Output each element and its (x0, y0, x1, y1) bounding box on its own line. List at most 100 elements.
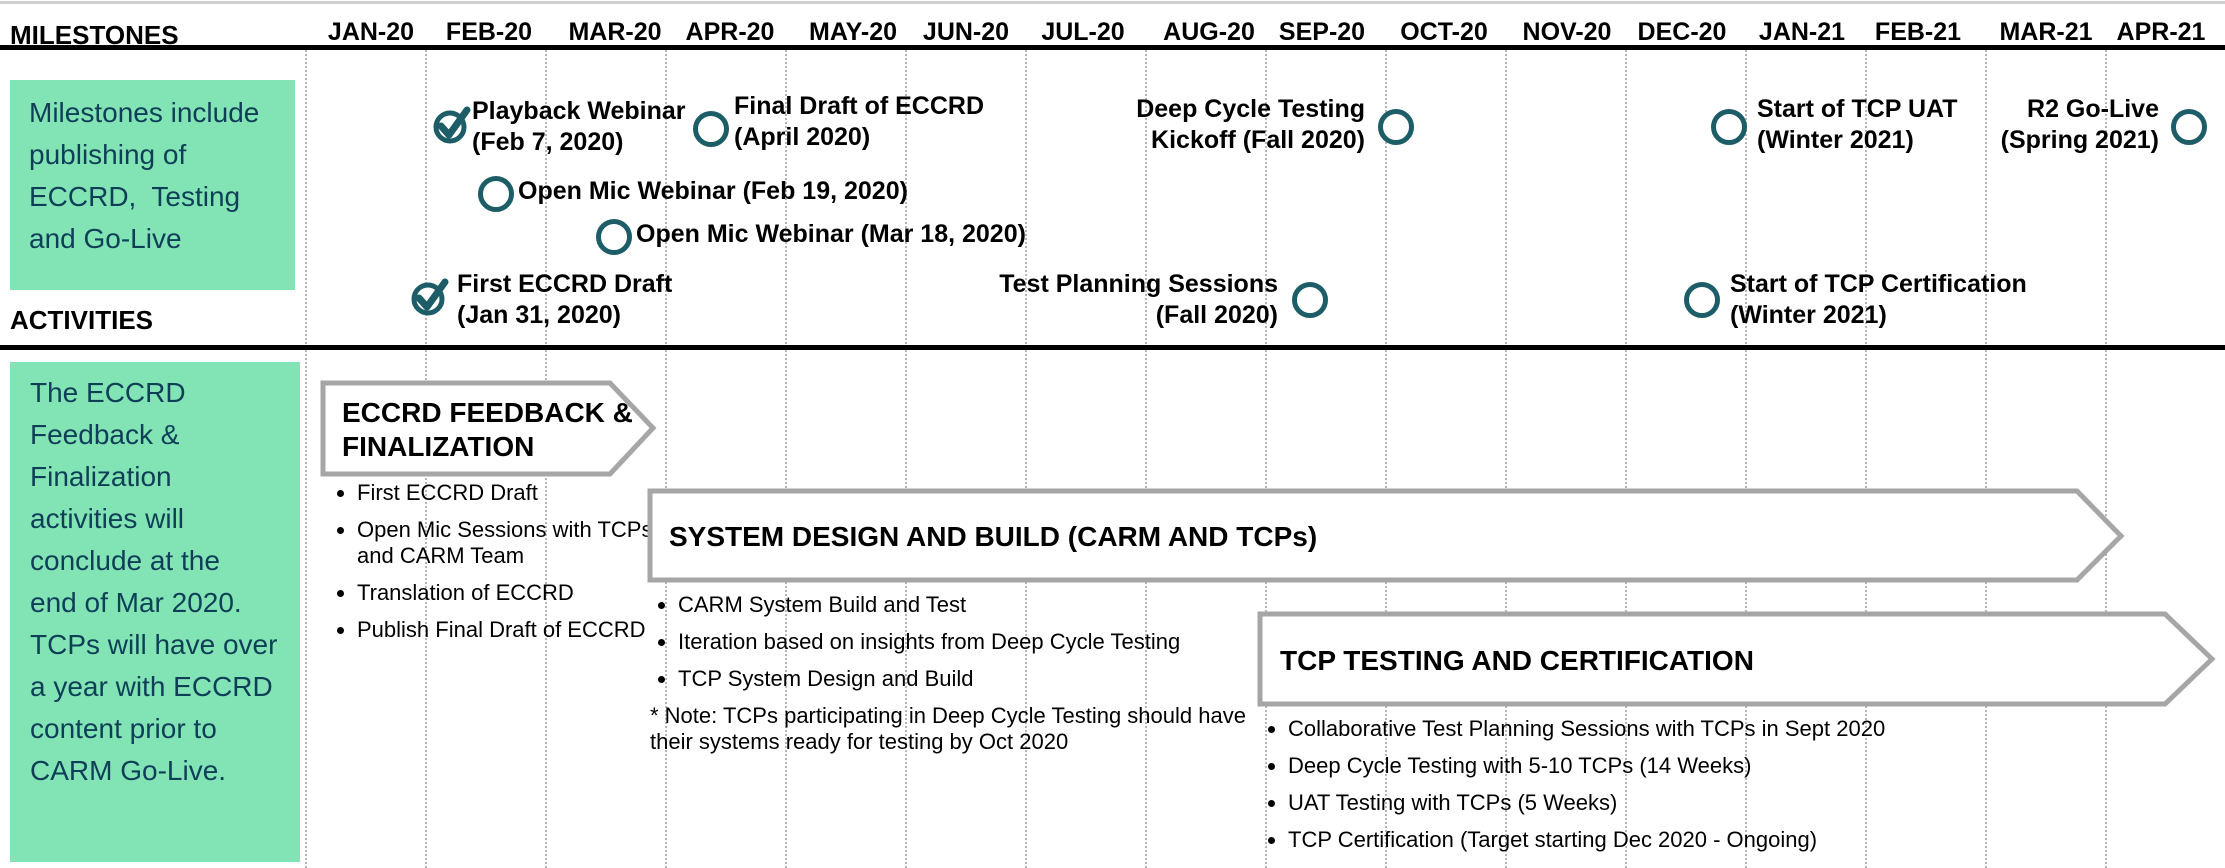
month-label: JAN-20 (327, 18, 415, 46)
milestones-summary-box: Milestones include publishing of ECCRD, … (10, 80, 295, 290)
milestone-label: Open Mic Webinar (Feb 19, 2020) (518, 177, 908, 205)
summary-line: activities will (30, 503, 185, 534)
activity-title-tcp-testing: TCP TESTING AND CERTIFICATION (1280, 644, 1754, 678)
milestone-tcp-uat: Start of TCP UAT (Winter 2021) (1757, 94, 1957, 156)
milestone-open-mic-feb: Open Mic Webinar (Feb 19, 2020) (518, 176, 908, 207)
activity-arrow-system-design (647, 488, 2125, 583)
milestone-circle-icon (1292, 282, 1328, 318)
activity-arrow-eccrd (320, 380, 657, 477)
gridline (1145, 50, 1147, 868)
milestone-date: (Spring 2021) (2000, 126, 2159, 154)
activity-arrow-tcp-testing (1257, 611, 2216, 707)
activity-bullets-system-design: CARM System Build and Test Iteration bas… (644, 592, 1298, 703)
check-circle-icon (411, 278, 449, 316)
milestone-open-mic-mar: Open Mic Webinar (Mar 18, 2020) (636, 219, 1026, 250)
month-label: JAN-21 (1758, 18, 1846, 46)
activities-rule (0, 345, 2225, 350)
month-label: MAR-21 (1999, 18, 2093, 46)
milestone-date: (Winter 2021) (1730, 301, 1887, 329)
month-label: JUN-20 (922, 18, 1010, 46)
milestone-date: (Feb 7, 2020) (472, 128, 624, 156)
activity-title-eccrd: ECCRD FEEDBACK & FINALIZATION (342, 396, 633, 464)
summary-line: a year with ECCRD (30, 671, 273, 702)
gridline (1025, 50, 1027, 868)
summary-line: content prior to (30, 713, 217, 744)
milestone-label: Start of TCP Certification (1730, 270, 2027, 298)
activity-title-line: FINALIZATION (342, 431, 535, 462)
activities-summary-box: The ECCRD Feedback & Finalization activi… (10, 362, 300, 862)
milestone-date: (Jan 31, 2020) (457, 301, 621, 329)
milestone-first-eccrd-draft: First ECCRD Draft (Jan 31, 2020) (457, 269, 672, 331)
milestone-label: R2 Go-Live (2027, 95, 2159, 123)
summary-line: end of Mar 2020. (30, 587, 242, 618)
list-item: Collaborative Test Planning Sessions wit… (1288, 716, 2188, 742)
list-item: UAT Testing with TCPs (5 Weeks) (1288, 790, 2188, 816)
list-item: Publish Final Draft of ECCRD (357, 617, 657, 643)
month-label: DEC-20 (1637, 18, 1727, 46)
month-label: SEP-20 (1278, 18, 1366, 46)
milestone-circle-icon (2171, 109, 2207, 145)
milestone-circle-icon (1711, 109, 1747, 145)
gridline (1505, 50, 1507, 868)
milestone-date: (Fall 2020) (1155, 301, 1278, 329)
milestone-test-planning: Test Planning Sessions (Fall 2020) (970, 269, 1278, 331)
activity-title-system-design: SYSTEM DESIGN AND BUILD (CARM AND TCPs) (669, 520, 1317, 554)
check-circle-icon (433, 106, 471, 144)
gridline (785, 50, 787, 868)
summary-line: TCPs will have over (30, 629, 278, 660)
summary-line: and Go-Live (29, 223, 182, 254)
milestone-date: (Winter 2021) (1757, 126, 1914, 154)
summary-line: ECCRD, Testing (29, 181, 241, 212)
list-item: TCP Certification (Target starting Dec 2… (1288, 827, 2188, 853)
milestone-date: (April 2020) (734, 123, 871, 151)
summary-line: CARM Go-Live. (30, 755, 227, 786)
list-item: Deep Cycle Testing with 5-10 TCPs (14 We… (1288, 753, 2188, 779)
month-label: FEB-20 (445, 18, 533, 46)
summary-line: Feedback & (30, 419, 180, 450)
month-label: MAR-20 (568, 18, 662, 46)
activity-title-line: ECCRD FEEDBACK & (342, 397, 633, 428)
month-label: JUL-20 (1041, 18, 1125, 46)
month-label: MAY-20 (808, 18, 898, 46)
month-label: APR-21 (2116, 18, 2206, 46)
summary-line: conclude at the (30, 545, 220, 576)
summary-line: publishing of (29, 139, 187, 170)
milestone-label: Deep Cycle Testing (1136, 95, 1365, 123)
gridline (905, 50, 907, 868)
activities-header: ACTIVITIES (10, 305, 154, 335)
milestone-circle-icon (1378, 109, 1414, 145)
milestone-r2-go-live: R2 Go-Live (Spring 2021) (1955, 94, 2159, 156)
gridline (665, 50, 667, 868)
activity-bullets-tcp-testing: Collaborative Test Planning Sessions wit… (1254, 716, 2188, 864)
activity-bullets-eccrd: First ECCRD Draft Open Mic Sessions with… (323, 480, 657, 654)
gridline (1625, 50, 1627, 868)
milestone-circle-icon (1684, 282, 1720, 318)
gridline (1985, 50, 1987, 868)
milestone-tcp-certification: Start of TCP Certification (Winter 2021) (1730, 269, 2027, 331)
gridline (1865, 50, 1867, 868)
top-border (0, 1, 2225, 4)
milestone-playback-webinar: Playback Webinar (Feb 7, 2020) (472, 96, 686, 158)
list-item: Translation of ECCRD (357, 580, 657, 606)
milestone-label: Start of TCP UAT (1757, 95, 1958, 123)
activity-title-line: TCP TESTING AND CERTIFICATION (1280, 645, 1754, 676)
month-label: OCT-20 (1400, 18, 1488, 46)
list-item: Open Mic Sessions with TCPs and CARM Tea… (357, 517, 657, 569)
milestone-label: Final Draft of ECCRD (734, 92, 984, 120)
month-label: APR-20 (685, 18, 775, 46)
summary-line: The ECCRD (30, 377, 186, 408)
list-item: Iteration based on insights from Deep Cy… (678, 629, 1298, 655)
summary-line: Milestones include (29, 97, 260, 128)
month-label: AUG-20 (1163, 18, 1255, 46)
gridline (2105, 50, 2107, 868)
milestone-final-draft: Final Draft of ECCRD (April 2020) (734, 91, 984, 153)
gridline (305, 50, 307, 868)
summary-line: Finalization (30, 461, 172, 492)
list-item: TCP System Design and Build (678, 666, 1298, 692)
activity-note: * Note: TCPs participating in Deep Cycle… (650, 703, 1246, 754)
gridline (1265, 50, 1267, 868)
header-rule (0, 45, 2225, 50)
list-item: CARM System Build and Test (678, 592, 1298, 618)
milestone-label: First ECCRD Draft (457, 270, 673, 298)
milestone-circle-icon (693, 111, 729, 147)
